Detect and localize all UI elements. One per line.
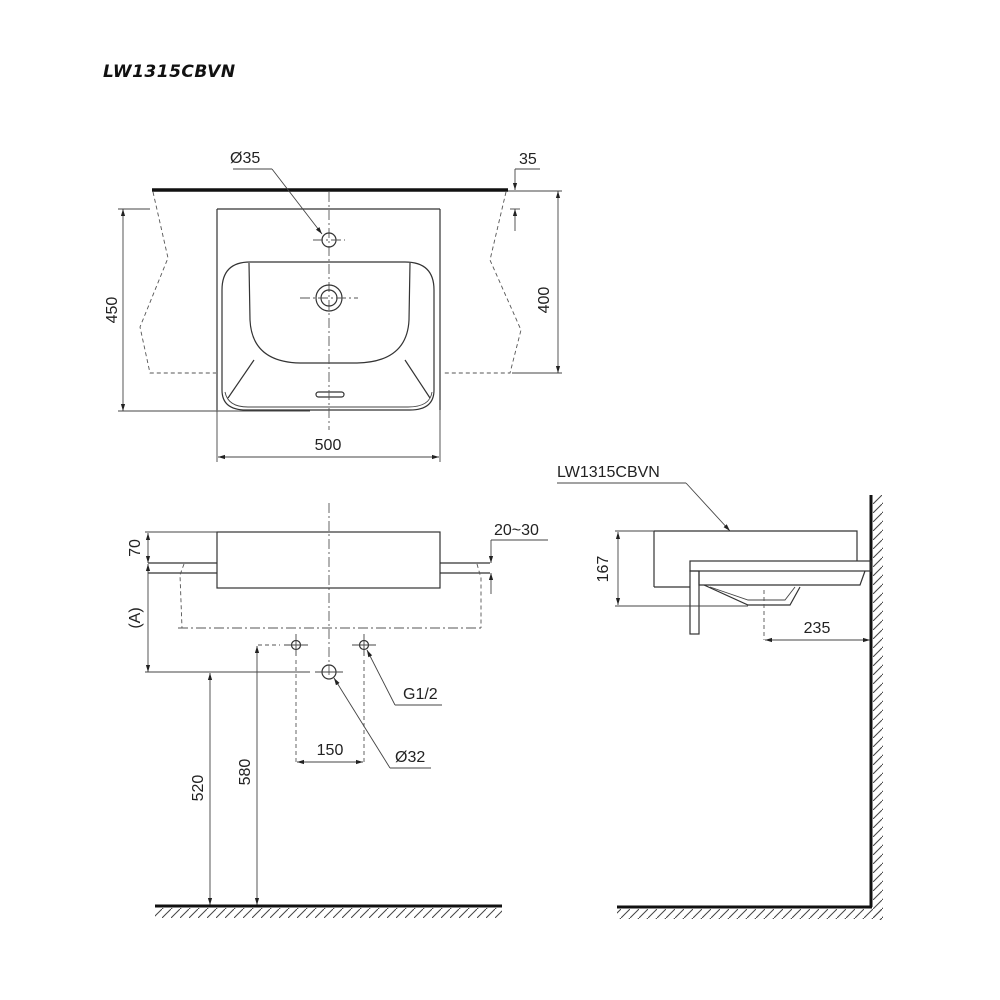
label-supply-spacing: 150 — [317, 742, 344, 759]
label-total-height: 167 — [595, 556, 612, 583]
label-drain-diameter: Ø32 — [395, 749, 425, 766]
top-view: Ø35 35 400 450 500 — [104, 150, 562, 462]
label-install-height: (A) — [127, 607, 144, 628]
side-view: LW1315CBVN 167 235 — [557, 464, 883, 920]
label-depth-bowl: 400 — [536, 287, 553, 314]
label-counter-thickness: 20~30 — [494, 522, 539, 539]
label-supply-height: 580 — [237, 759, 254, 786]
label-hole-diameter: Ø35 — [230, 150, 260, 167]
label-width: 500 — [315, 437, 342, 454]
label-drain-to-wall: 235 — [804, 620, 831, 637]
model-title: LW1315CBVN — [103, 62, 236, 82]
label-depth-total: 450 — [104, 297, 121, 324]
label-model: LW1315CBVN — [557, 464, 660, 481]
front-view: 70 (A) 20~30 150 G1/2 Ø32 520 580 — [127, 503, 548, 918]
label-supply-thread: G1/2 — [403, 686, 438, 703]
label-deck-thickness: 35 — [519, 151, 537, 168]
label-basin-height: 70 — [127, 539, 144, 557]
label-drain-height: 520 — [190, 775, 207, 802]
